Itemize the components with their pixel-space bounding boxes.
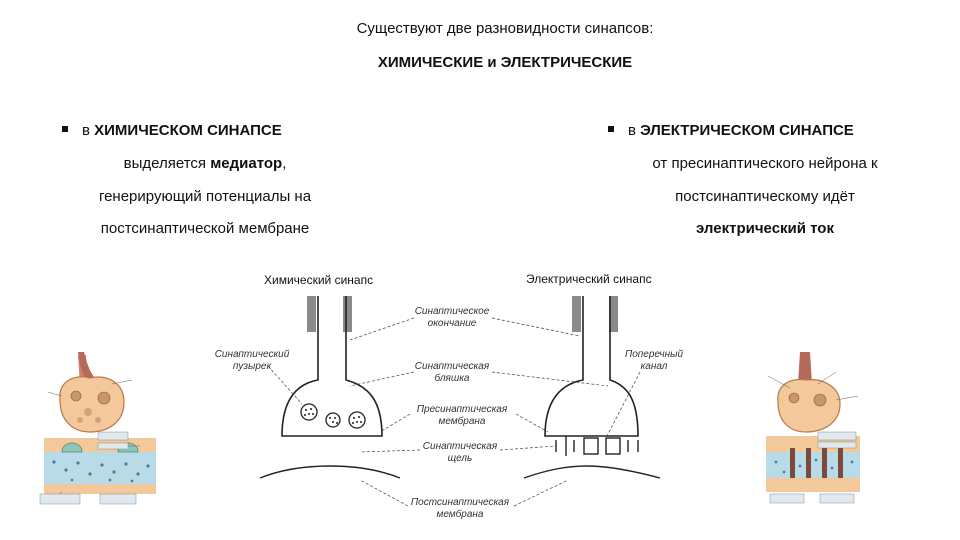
label-synaptic-vesicle-1: Синаптический: [215, 349, 290, 360]
label-synaptic-vesicle-2: пузырек: [233, 361, 273, 372]
left-line-1c: ,: [282, 155, 287, 172]
tiny-caption-boxes-left: [39, 431, 137, 505]
neurotransmitter-dots: [52, 460, 150, 483]
left-line-2: генерирующий потенциалы на: [98, 188, 312, 205]
label-presynaptic-membrane-1: Пресинаптическая: [417, 404, 508, 415]
right-heading-prefix: в: [628, 122, 636, 139]
vesicle: [95, 417, 101, 423]
right-line-1: от пресинаптического нейрона к: [652, 155, 878, 172]
leader-lines-center: [267, 317, 641, 507]
label-synaptic-plaque-1: Синаптическая: [415, 361, 490, 372]
tiny-caption-boxes-right: [769, 431, 857, 504]
left-line-1a: выделяется: [123, 155, 207, 172]
center-labels: Синаптическое окончание Синаптический пу…: [215, 306, 684, 520]
receptor-left: [61, 442, 83, 453]
chem-title: Химический синапс: [264, 273, 373, 287]
transverse-channels: [555, 436, 639, 456]
header-line-2: ХИМИЧЕСКИЕ и ЭЛЕКТРИЧЕСКИЕ: [377, 54, 633, 71]
presynaptic-terminal-left: [59, 376, 125, 433]
label-synaptic-ending-2: окончание: [428, 318, 477, 329]
right-bullet-heading: в ЭЛЕКТРИЧЕСКОМ СИНАПСЕ: [608, 122, 854, 139]
chemical-synapse-illustration: [39, 352, 156, 505]
leader-lines-right: [767, 371, 859, 401]
mitochondrion: [813, 393, 827, 407]
axon-bar-left: [307, 296, 316, 332]
cleft-band-right: [766, 452, 860, 478]
left-line-3: постсинаптической мембране: [100, 220, 310, 237]
presynaptic-terminal-right: [777, 378, 841, 433]
axon-fiber-right: [798, 352, 812, 384]
vesicle: [84, 408, 92, 416]
right-line-3: электрический ток: [696, 220, 834, 237]
label-synaptic-cleft-2: щель: [448, 453, 473, 464]
bullet-icon: [62, 126, 68, 133]
presynaptic-ending: [281, 296, 383, 437]
label-postsynaptic-membrane-1: Постсинаптическая: [411, 497, 510, 508]
header-line-1: Существуют две разновидности синапсов:: [356, 20, 654, 37]
synaptic-vesicles: [300, 403, 366, 429]
chemical-synapse-schematic: Химический синапс: [259, 273, 401, 479]
ion-dots: [774, 458, 854, 474]
postsynaptic-band-right: [766, 478, 860, 492]
mitochondrion: [97, 391, 111, 405]
postsynaptic-membrane-right: [523, 465, 661, 479]
label-transverse-channel-1: Поперечный: [625, 349, 683, 360]
axon-stem-left: [78, 352, 100, 386]
mitochondrion: [70, 390, 82, 402]
label-transverse-channel-2: канал: [641, 361, 668, 372]
electrical-synapse-illustration: [766, 352, 860, 504]
connexon-channels: [790, 448, 843, 482]
right-line-2: постсинаптическому идёт: [675, 188, 855, 205]
vesicle: [77, 417, 83, 423]
axon-bar-right: [343, 296, 352, 332]
bullet-icon: [608, 126, 614, 133]
axon-bar-right: [609, 296, 618, 332]
mitochondrion: [788, 392, 800, 404]
postsynaptic-membrane-left: [259, 465, 401, 479]
left-line-1: выделяется медиатор,: [30, 155, 380, 172]
label-synaptic-plaque-2: бляшка: [435, 372, 470, 384]
left-heading-text: ХИМИЧЕСКОМ СИНАПСЕ: [94, 122, 282, 139]
electrical-synapse-schematic: Электрический синапс: [523, 272, 661, 479]
left-bullet-heading: в ХИМИЧЕСКОМ СИНАПСЕ: [62, 122, 282, 139]
right-heading-text: ЭЛЕКТРИЧЕСКОМ СИНАПСЕ: [640, 122, 854, 139]
label-synaptic-ending-1: Синаптическое: [415, 306, 490, 317]
cleft-band-left: [44, 452, 156, 484]
label-postsynaptic-membrane-2: мембрана: [437, 508, 484, 520]
elec-title: Электрический синапс: [526, 272, 652, 286]
label-synaptic-cleft-1: Синаптическая: [423, 441, 498, 452]
left-line-1b-mediator: медиатор: [210, 155, 283, 172]
presynaptic-ending: [544, 296, 639, 437]
left-heading-prefix: в: [82, 122, 90, 139]
label-presynaptic-membrane-2: мембрана: [439, 415, 486, 427]
axon-bar-left: [572, 296, 581, 332]
postsynaptic-band-left: [44, 484, 156, 494]
